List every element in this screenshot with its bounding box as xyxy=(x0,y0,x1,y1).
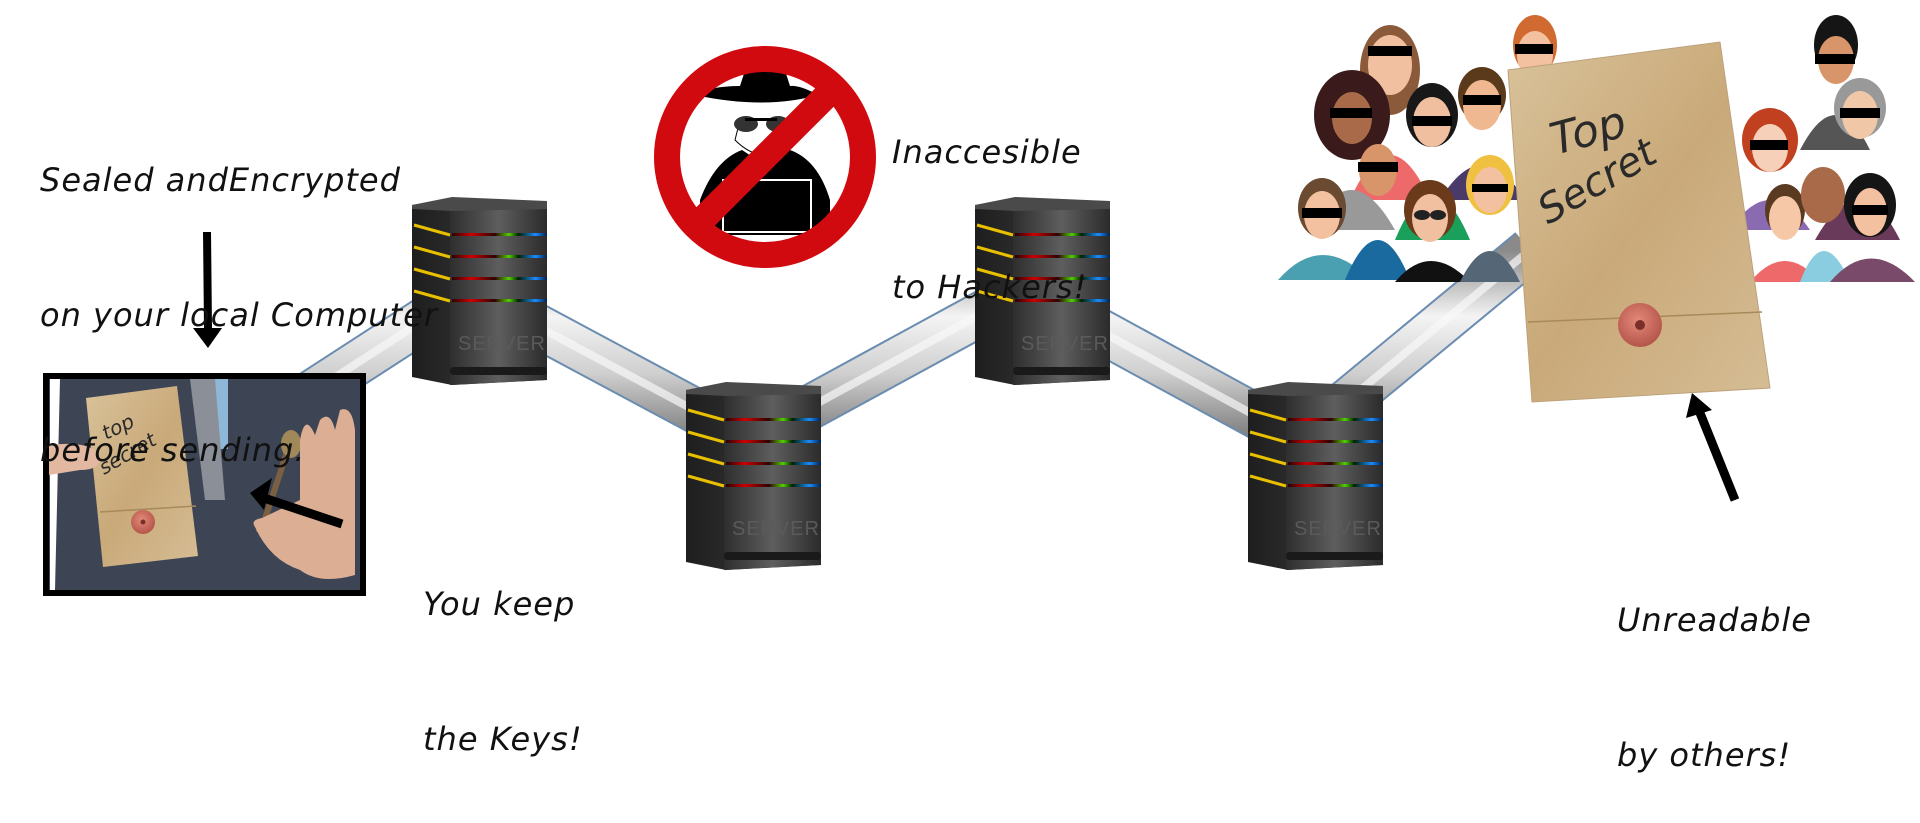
caption-encrypted-line: on your local Computer xyxy=(40,296,438,334)
server-2: SERVER xyxy=(686,382,821,570)
caption-unreadable-line: by others! xyxy=(1617,736,1792,774)
caption-hackers-line: Inaccesible xyxy=(892,133,1082,171)
caption-encrypted-line: before sending. xyxy=(40,431,306,469)
no-hackers-sign-icon xyxy=(654,46,876,268)
envelope-large: Top Secret xyxy=(1507,41,1771,403)
caption-unreadable: Unreadable by others! xyxy=(1617,508,1812,823)
caption-hackers: Inaccesible to Hackers! xyxy=(892,40,1087,355)
caption-hackers-line: to Hackers! xyxy=(892,268,1088,306)
diagram-canvas: SERVER SERVER SERVER xyxy=(43,15,1915,596)
server-label: SERVER xyxy=(1021,333,1109,355)
server-1: SERVER xyxy=(412,197,547,385)
envelope-small: top secret xyxy=(86,386,198,567)
caption-encrypted-line: Sealed andEncrypted xyxy=(40,161,401,199)
caption-encrypted: Sealed andEncrypted on your local Comput… xyxy=(40,68,438,518)
caption-keys-line: the Keys! xyxy=(423,720,583,758)
photo-envelope-and-key: top secret xyxy=(43,373,366,596)
arrow-up-to-envelope xyxy=(1686,393,1740,502)
caption-unreadable-line: Unreadable xyxy=(1617,601,1812,639)
server-label: SERVER xyxy=(1294,518,1382,540)
arrow-to-key xyxy=(250,478,344,529)
caption-keys: You keep the Keys! xyxy=(423,492,583,807)
server-3: SERVER xyxy=(975,197,1110,385)
caption-keys-line: You keep xyxy=(423,585,576,623)
server-4: SERVER xyxy=(1248,382,1383,570)
server-label: SERVER xyxy=(732,518,820,540)
arrow-down-to-photo xyxy=(193,231,222,348)
server-label: SERVER xyxy=(458,333,546,355)
